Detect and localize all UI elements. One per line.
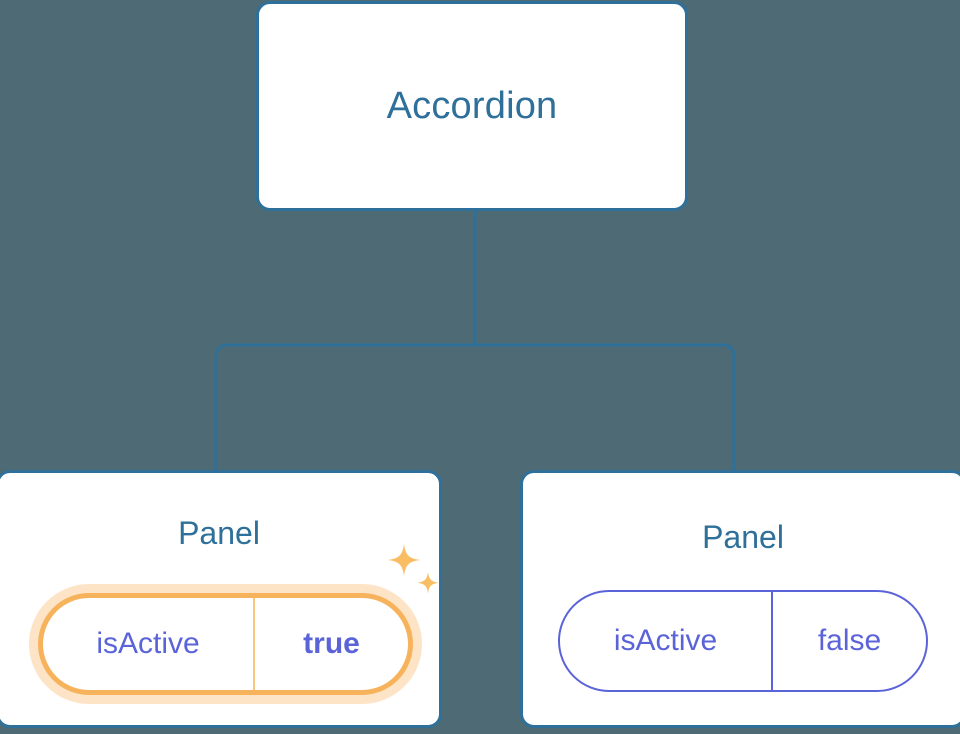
prop-pill-isactive-false[interactable]: isActive false bbox=[558, 590, 928, 692]
prop-pill-isactive-true[interactable]: isActive true bbox=[38, 593, 413, 695]
prop-value-label: true bbox=[303, 627, 360, 660]
prop-pill-key-cell: isActive bbox=[560, 592, 773, 690]
prop-pill-right-wrap: isActive false bbox=[558, 590, 928, 692]
node-panel-left[interactable]: Panel isActive true bbox=[0, 470, 442, 728]
prop-pill-value-cell: true bbox=[255, 598, 408, 690]
node-panel-right[interactable]: Panel isActive false bbox=[520, 470, 960, 728]
node-accordion-title: Accordion bbox=[386, 85, 558, 127]
prop-key-label: isActive bbox=[96, 627, 200, 660]
prop-pill-key-cell: isActive bbox=[43, 598, 255, 690]
prop-key-label: isActive bbox=[613, 624, 718, 657]
prop-value-label: false bbox=[817, 624, 882, 657]
prop-pill-value-cell: false bbox=[773, 592, 926, 690]
connector-branches bbox=[214, 343, 736, 470]
node-accordion[interactable]: Accordion bbox=[256, 1, 688, 211]
prop-pill-left-wrap: isActive true bbox=[38, 593, 413, 695]
node-panel-right-title: Panel bbox=[702, 519, 784, 555]
node-panel-left-title: Panel bbox=[178, 515, 260, 551]
